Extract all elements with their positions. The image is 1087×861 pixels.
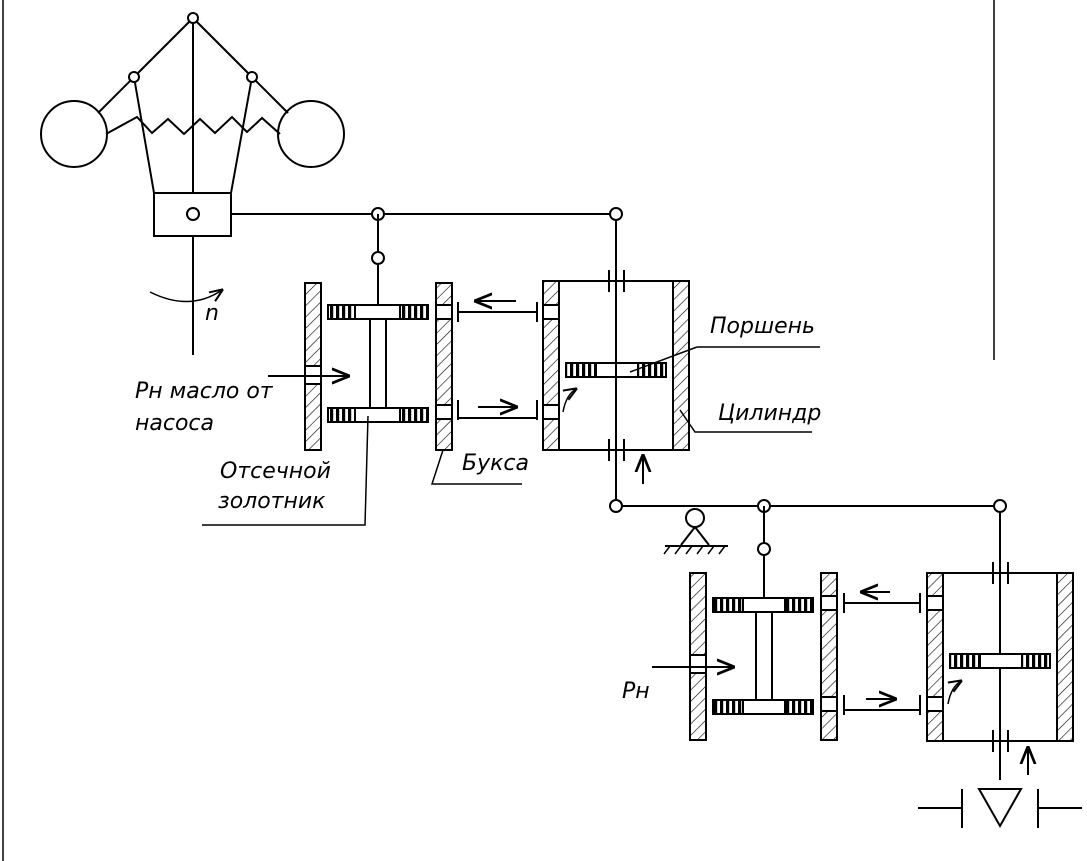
cutoff-valve-label: Отсечной — [220, 459, 331, 484]
bushing-leader — [430, 449, 522, 485]
upper-feedback-lever — [231, 207, 623, 308]
speed-label: n — [205, 301, 219, 326]
governor-spring — [105, 115, 281, 136]
lever-fixed-pivot — [663, 508, 728, 555]
piston-leader — [629, 346, 698, 373]
control-valve-symbol — [918, 788, 1082, 829]
piston-label: Поршень — [710, 314, 815, 339]
stage1-cylinder-right-wall — [672, 280, 690, 451]
oil-from-pump-label: Рн масло от — [135, 379, 274, 404]
governor-right-ball — [277, 100, 345, 168]
cutoff-valve-leader — [202, 415, 369, 526]
lower-lever — [609, 499, 1007, 780]
oil-from-pump-label-2: насоса — [135, 411, 214, 436]
stage1-servomotor — [542, 220, 690, 499]
governor-left-ball — [40, 100, 108, 168]
stage2-cylinder-right-wall — [1056, 572, 1074, 742]
stage1-oil-lines — [457, 301, 538, 420]
cylinder-leader — [679, 409, 812, 433]
stage1-valve-stem — [369, 318, 387, 409]
stage2-pressure-label: Рн — [622, 679, 650, 704]
stage2-pilot-valve — [689, 572, 838, 741]
stage1-pilot-valve — [304, 282, 453, 451]
stage2-valve-stem — [755, 611, 773, 701]
flyball-governor — [40, 12, 345, 355]
stage2-servomotor — [926, 562, 1074, 775]
stage2-oil-lines — [843, 592, 921, 715]
bushing-label: Букса — [462, 451, 529, 476]
cylinder-label: Цилиндр — [718, 401, 821, 426]
rotation-arrow — [149, 290, 222, 303]
cutoff-valve-label-2: золотник — [218, 489, 326, 514]
